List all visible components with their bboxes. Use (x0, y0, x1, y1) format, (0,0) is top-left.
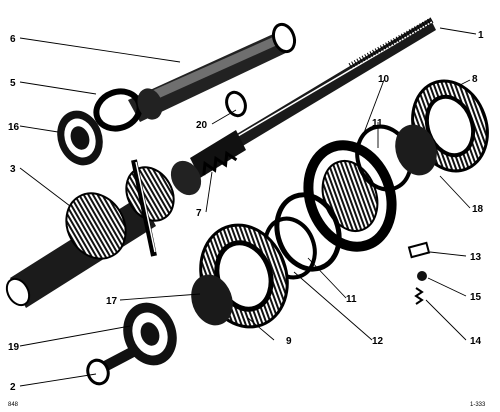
ring-11 (274, 192, 342, 272)
bearing-16 (57, 110, 103, 166)
label-3: 3 (10, 164, 16, 175)
label-10: 10 (378, 74, 390, 85)
label-8: 8 (472, 74, 478, 85)
label-9: 9 (286, 336, 292, 347)
spring-14 (414, 287, 424, 305)
sleeve-10 (303, 140, 397, 252)
bearing-19 (123, 302, 177, 366)
part-13 (407, 241, 431, 259)
gear-8 (395, 79, 489, 176)
corner-mark-left: 848 (8, 402, 19, 408)
spring-7 (202, 150, 238, 176)
label-7: 7 (196, 208, 202, 219)
ball-15 (417, 271, 427, 281)
label-15: 15 (470, 292, 482, 303)
label-17: 17 (106, 296, 118, 307)
ring-5 (93, 88, 163, 132)
gear-9 (191, 223, 289, 329)
label-2: 2 (10, 382, 16, 393)
label-5: 5 (10, 78, 16, 89)
label-11-lower: 11 (346, 294, 357, 305)
label-20: 20 (196, 120, 208, 131)
label-18: 18 (472, 204, 484, 215)
label-1: 1 (478, 30, 484, 41)
label-13: 13 (470, 252, 482, 263)
upper-shaft (128, 22, 297, 122)
label-16: 16 (8, 122, 20, 133)
label-14: 14 (470, 336, 482, 347)
bolt-2 (86, 344, 140, 386)
label-6: 6 (10, 34, 16, 45)
label-19: 19 (8, 342, 20, 353)
label-12: 12 (372, 336, 384, 347)
shift-rod (131, 159, 157, 257)
part-labels: 6 5 16 3 1 8 10 11 18 20 7 13 15 14 11 1… (8, 30, 486, 408)
corner-mark-right: 1-333 (470, 402, 486, 408)
ring-20 (225, 90, 247, 118)
leader-lines (19, 27, 477, 387)
label-11-upper: 11 (372, 118, 383, 129)
